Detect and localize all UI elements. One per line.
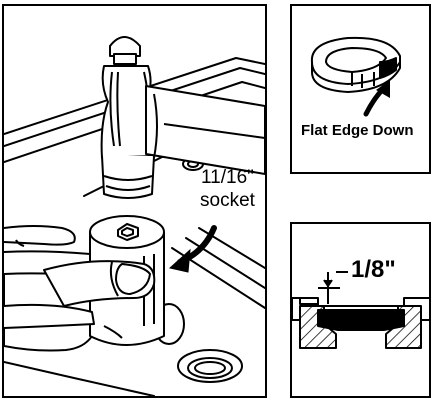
main-illustration-panel: 11/16" socket <box>2 4 267 398</box>
socket-size-label: 11/16" socket <box>200 166 255 212</box>
bolt-hole-bottom <box>177 349 243 383</box>
socket-word-text: socket <box>200 190 255 211</box>
cross-section-icon <box>292 297 429 349</box>
thumb-icon <box>4 260 156 339</box>
cross-section-panel: 1/8" <box>290 222 431 398</box>
install-scene-drawing <box>4 36 265 396</box>
curved-arrow-icon <box>168 225 217 273</box>
dimension-label: 1/8" <box>351 256 396 283</box>
cross-section-drawing <box>292 271 429 349</box>
curved-arrow-icon <box>363 80 390 117</box>
socket-size-text: 11/16" <box>201 167 254 188</box>
seal-orientation-panel: Flat Edge Down <box>290 4 431 174</box>
flat-edge-caption: Flat Edge Down <box>301 122 414 139</box>
hammer-icon <box>100 36 265 199</box>
seal-ring-icon <box>310 36 401 93</box>
seal-drawing <box>310 36 401 117</box>
dimension-arrow-icon <box>318 271 348 304</box>
